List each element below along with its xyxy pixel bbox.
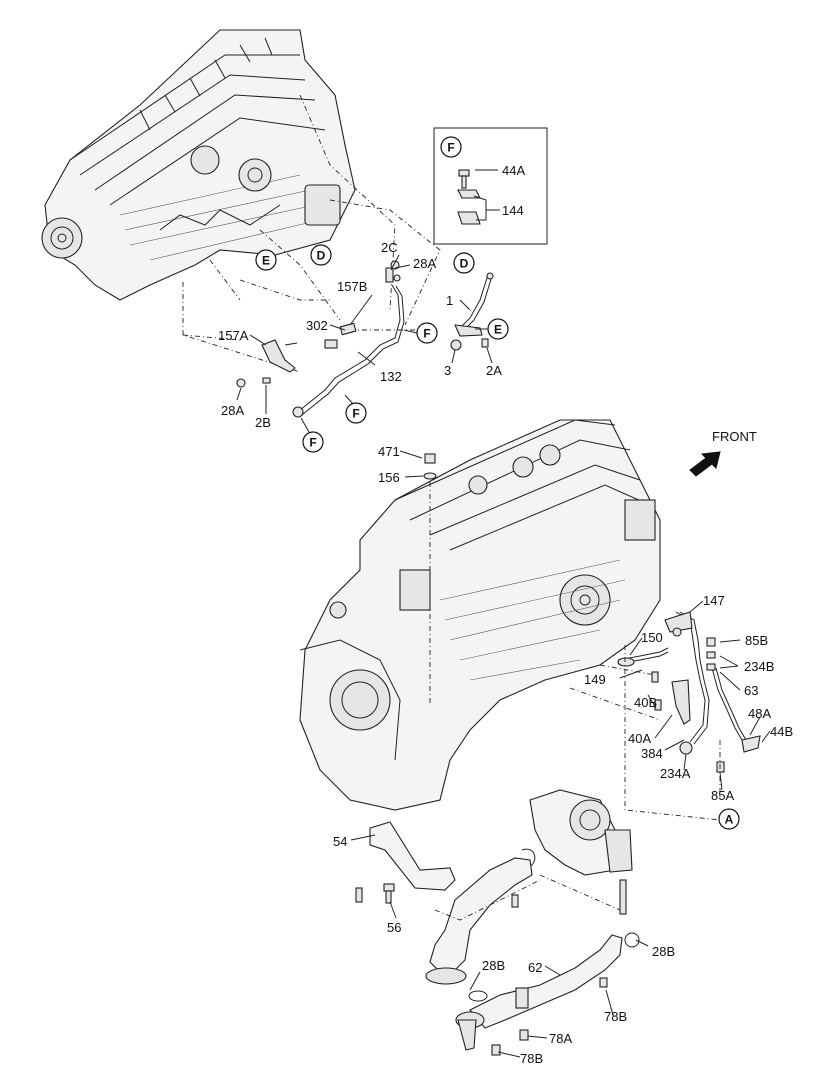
label-144: 144 bbox=[502, 203, 524, 218]
dipstick-guide-1-drawing bbox=[450, 272, 494, 351]
svg-text:F: F bbox=[423, 327, 430, 341]
label-132: 132 bbox=[380, 369, 402, 384]
label-62: 62 bbox=[528, 960, 542, 975]
svg-text:D: D bbox=[460, 257, 469, 271]
callout-A: A bbox=[718, 808, 740, 830]
label-156: 156 bbox=[378, 470, 400, 485]
label-234B: 234B bbox=[744, 659, 774, 674]
bolt-471-drawing bbox=[423, 453, 437, 705]
label-63: 63 bbox=[744, 683, 758, 698]
svg-text:E: E bbox=[494, 323, 502, 337]
label-78A: 78A bbox=[549, 1031, 572, 1046]
label-40B: 40B bbox=[634, 695, 657, 710]
callout-F-pipe: F bbox=[403, 322, 438, 344]
label-78B-right: 78B bbox=[604, 1009, 627, 1024]
leader-lines bbox=[236, 169, 771, 1058]
label-471: 471 bbox=[378, 444, 400, 459]
svg-text:F: F bbox=[309, 436, 316, 450]
label-2A: 2A bbox=[486, 363, 502, 378]
label-157A: 157A bbox=[218, 328, 249, 343]
callout-F-bottom-mid: F bbox=[344, 394, 367, 424]
label-44A: 44A bbox=[502, 163, 525, 178]
bracket-54-drawing bbox=[355, 821, 456, 904]
front-arrow-icon bbox=[689, 451, 721, 477]
label-48A: 48A bbox=[748, 706, 771, 721]
label-157B: 157B bbox=[337, 279, 367, 294]
callout-D-right: D bbox=[453, 252, 475, 274]
callout-F-bottom: F bbox=[300, 417, 324, 453]
svg-text:A: A bbox=[725, 813, 734, 827]
part-labels: 44A 144 2C 28A 157B 302 157A 132 28A 2B … bbox=[218, 163, 793, 1066]
label-28B-right: 28B bbox=[652, 944, 675, 959]
callout-E-engine: E bbox=[255, 249, 277, 271]
label-2C: 2C bbox=[381, 240, 398, 255]
label-85B: 85B bbox=[745, 633, 768, 648]
pipe-62-drawing bbox=[455, 932, 640, 1056]
label-front: FRONT bbox=[712, 429, 757, 444]
label-302: 302 bbox=[306, 318, 328, 333]
label-384: 384 bbox=[641, 746, 663, 761]
svg-text:E: E bbox=[262, 254, 270, 268]
callout-E-right: E bbox=[475, 318, 509, 340]
label-147: 147 bbox=[703, 593, 725, 608]
label-56: 56 bbox=[387, 920, 401, 935]
callout-F-box: F bbox=[440, 136, 462, 158]
label-150: 150 bbox=[641, 630, 663, 645]
label-40A: 40A bbox=[628, 731, 651, 746]
label-28A-left: 28A bbox=[221, 403, 244, 418]
label-44B: 44B bbox=[770, 724, 793, 739]
label-54: 54 bbox=[333, 834, 347, 849]
label-2B: 2B bbox=[255, 415, 271, 430]
label-149: 149 bbox=[584, 672, 606, 687]
engine-block-main-drawing bbox=[299, 419, 661, 811]
svg-text:D: D bbox=[317, 249, 326, 263]
engine-block-top-drawing bbox=[41, 29, 356, 301]
suction-pipe-drawing bbox=[425, 857, 621, 985]
label-234A: 234A bbox=[660, 766, 691, 781]
label-78B-bottom: 78B bbox=[520, 1051, 543, 1066]
oil-pump-drawing bbox=[521, 789, 633, 915]
oil-tube-assembly-drawing bbox=[569, 611, 761, 821]
label-85A: 85A bbox=[711, 788, 734, 803]
callout-D-engine: D bbox=[310, 244, 332, 266]
label-28B-left: 28B bbox=[482, 958, 505, 973]
label-1: 1 bbox=[446, 293, 453, 308]
label-3: 3 bbox=[444, 363, 451, 378]
svg-text:F: F bbox=[447, 141, 454, 155]
label-28A-top: 28A bbox=[413, 256, 436, 271]
oil-pipe-132-drawing bbox=[236, 260, 405, 418]
svg-text:F: F bbox=[352, 407, 359, 421]
